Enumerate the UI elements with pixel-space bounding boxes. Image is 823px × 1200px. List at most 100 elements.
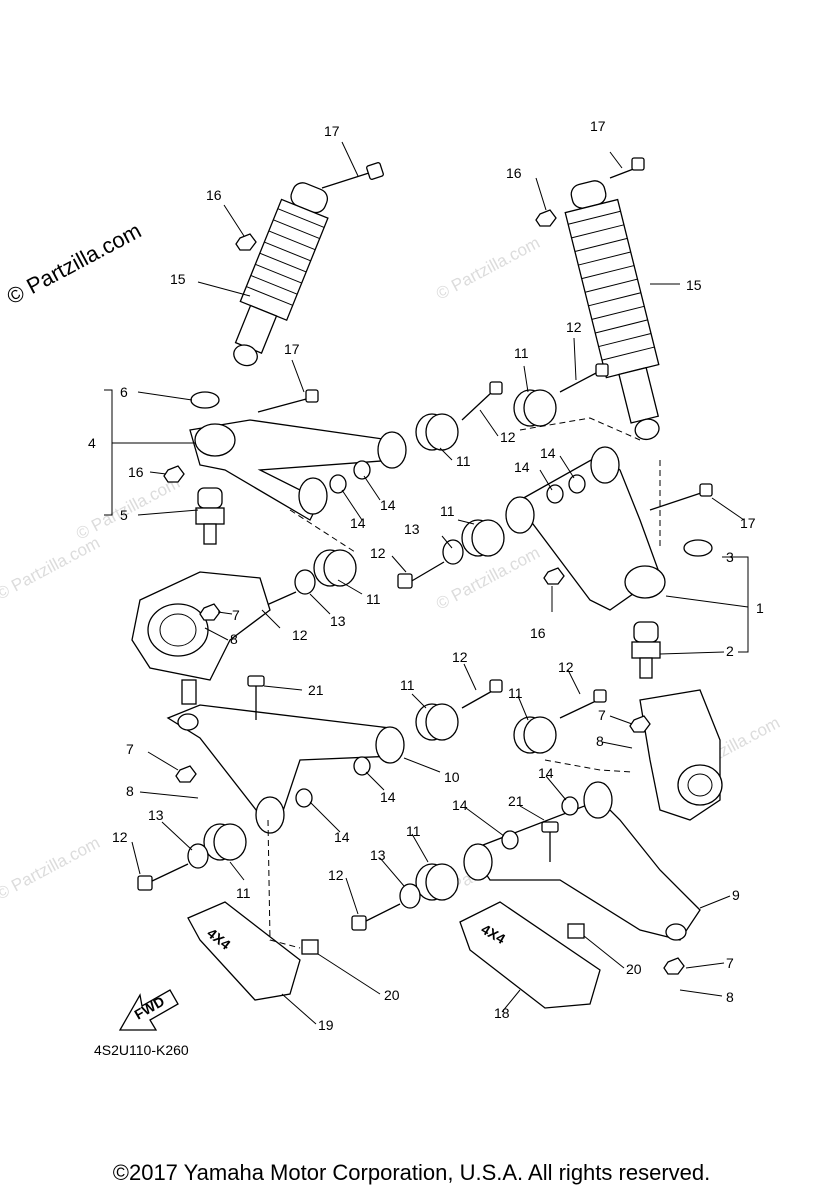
leader-lines [104,141,749,1025]
callout-8: 8 [596,733,604,749]
bolt-12-ur [559,371,599,393]
callout-4: 4 [88,435,96,451]
nut-16-br [543,567,565,585]
right-steering-knuckle [639,689,723,821]
callout-12: 12 [112,829,128,845]
callout-3: 3 [726,549,734,565]
bolt-12-ul [461,391,493,421]
washer-14-h [501,830,519,850]
callout-numbers: 17 16 15 17 6 4 16 5 7 8 12 13 11 14 14 … [88,118,764,1033]
bolt-17-left [321,162,384,189]
bushing-11-lr [513,716,557,754]
callout-7: 7 [726,955,734,971]
washer-14-f [295,788,313,808]
nut-16-right [535,209,557,227]
callout-7: 7 [126,741,134,757]
bushing-11-ur2 [461,519,505,557]
bushing-11-ll [415,703,459,741]
callout-13: 13 [330,613,346,629]
nut-7-l [199,603,221,621]
callout-8: 8 [726,989,734,1005]
watermark-partzilla: © Partzilla.com [3,218,146,310]
callout-11: 11 [514,345,529,361]
bolt-21-l [247,675,265,720]
washer-13-c [187,843,209,869]
callout-20: 20 [626,961,642,977]
callout-7: 7 [598,707,606,723]
bushing-11-ul [415,413,459,451]
right-upper-arm [505,446,666,611]
watermark-faint: © Partzilla.com [0,533,103,604]
callout-14: 14 [380,497,396,513]
callout-16: 16 [206,187,222,203]
callout-8: 8 [230,631,238,647]
callout-17: 17 [284,341,300,357]
bolt-17-mid-right [649,483,713,511]
callout-16: 16 [128,464,144,480]
callout-12: 12 [558,659,574,675]
callout-12: 12 [370,545,386,561]
bushing-11-ul2 [313,549,357,587]
callout-14: 14 [538,765,554,781]
bolt-17-right [609,157,645,179]
callout-14: 14 [380,789,396,805]
callout-2: 2 [726,643,734,659]
copyright-notice: ©2017 Yamaha Motor Corporation, U.S.A. A… [112,1160,711,1185]
callout-14: 14 [334,829,350,845]
callout-6: 6 [120,384,128,400]
ball-joint-5 [195,487,225,545]
skid-plate-18: 4X4 [459,901,601,1009]
bolt-12-lr [559,699,599,719]
callout-14: 14 [350,515,366,531]
callout-15: 15 [686,277,702,293]
callout-11: 11 [406,823,421,839]
callout-17: 17 [324,123,340,139]
callout-14: 14 [514,459,530,475]
washer-13-d [399,883,421,909]
washer-14-g [561,796,579,816]
bolt-12-ll2 [149,863,189,883]
callout-9: 9 [732,887,740,903]
skid-plate-19: 4X4 [187,901,301,1001]
bolt-12-ur2 [409,561,445,583]
callout-17: 17 [740,515,756,531]
callout-12: 12 [500,429,516,445]
callout-13: 13 [370,847,386,863]
left-upper-arm [189,419,407,521]
callout-11: 11 [366,591,381,607]
callout-11: 11 [236,885,251,901]
callout-16: 16 [530,625,546,641]
nut-7-r [629,715,651,733]
bolt-12-ll [461,689,495,709]
left-steering-knuckle [131,571,271,705]
washer-14-c [568,474,586,494]
callout-12: 12 [292,627,308,643]
washer-14-e [353,756,371,776]
callout-20: 20 [384,987,400,1003]
callout-1: 1 [756,600,764,616]
watermark-faint: © Partzilla.com [433,233,543,304]
callout-12: 12 [328,867,344,883]
callout-17: 17 [590,118,606,134]
circlip-6 [190,391,220,409]
nut-7-ll [175,765,197,783]
washer-14-d [546,484,564,504]
left-lower-arm [166,704,405,834]
washer-14-b [329,474,347,494]
clip-20-r [567,923,585,939]
nut-16-left [235,233,257,251]
callout-11: 11 [400,677,415,693]
clip-20-l [301,939,319,955]
bushing-11-ur [513,389,557,427]
washer-13-a [294,569,316,595]
callout-18: 18 [494,1005,510,1021]
circlip-3 [683,539,713,557]
callout-11: 11 [456,453,471,469]
callout-10: 10 [444,769,460,785]
bushing-11-lr2 [415,863,459,901]
fwd-arrow-icon: FWD [118,989,179,1031]
washer-14-a [353,460,371,480]
callout-13: 13 [148,807,164,823]
ball-joint-2 [631,621,661,679]
